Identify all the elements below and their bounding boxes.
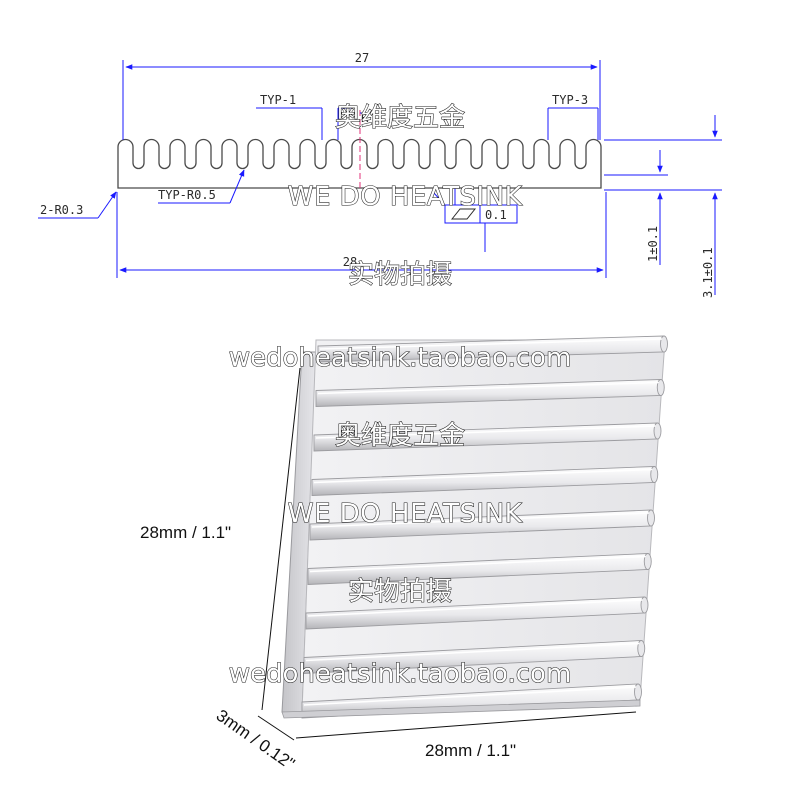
watermarks: 奥维度五金 WE DO HEATSINK 实物拍摄 wedoheatsink.t…: [228, 102, 572, 689]
heatsink-fin-tip: [647, 509, 655, 527]
dimension-28: 28: [343, 255, 357, 269]
width-label: 28mm / 1.1": [425, 741, 516, 760]
heatsink-fin-highlight: [303, 686, 637, 706]
watermark-cn-brand-top: 奥维度五金: [335, 103, 465, 133]
watermark-url-bottom: wedoheatsink.taobao.com: [229, 659, 572, 689]
heatsink-fin-tip: [656, 379, 665, 396]
flatness-icon: [450, 208, 477, 220]
heatsink-fin-tip: [640, 596, 649, 614]
width-dimension-line: [295, 711, 637, 739]
watermark-url-top: wedoheatsink.taobao.com: [229, 343, 572, 373]
watermark-cn-photo-mid: 实物拍摄: [348, 577, 452, 607]
heatsink-fin-highlight: [319, 338, 663, 350]
typ-r05-label: TYP-R0.5: [158, 188, 216, 202]
heatsink-fin-tip: [660, 335, 668, 353]
flatness-value: 0.1: [485, 208, 507, 222]
heatsink-fin-tip: [643, 553, 652, 570]
watermark-en-brand-top: WE DO HEATSINK: [288, 182, 523, 212]
heatsink-fin-highlight: [311, 512, 650, 528]
total-height-label: 3.1±0.1: [701, 247, 715, 298]
heatsink-render: [281, 335, 668, 719]
height-dimension-line: [261, 367, 301, 711]
r-mark-label: R: [361, 111, 369, 125]
r-03-label: 2-R0.3: [40, 203, 83, 217]
heatsink-fins: [301, 335, 668, 719]
heatsink-fin-tip: [650, 466, 659, 483]
heatsink-fin-highlight: [313, 468, 653, 484]
heatsink-fin-highlight: [305, 642, 640, 662]
dimension-27: 27: [355, 51, 369, 65]
heatsink-fin-tip: [637, 640, 646, 657]
typ-3-label: TYP-3: [552, 93, 588, 107]
typ-1-label: TYP-1: [260, 93, 296, 107]
heatsink-profile-outline: [117, 138, 602, 189]
heatsink-fin-highlight: [315, 425, 656, 439]
depth-dimension-line: [257, 715, 295, 741]
heatsink-fin-highlight: [307, 599, 643, 617]
base-thickness-label: 1±0.1: [646, 226, 660, 262]
watermark-cn-brand-mid: 奥维度五金: [335, 421, 465, 451]
heatsink-fin-tip: [653, 422, 662, 440]
heatsink-fin-highlight: [317, 381, 659, 395]
height-label: 28mm / 1.1": [140, 523, 231, 542]
heatsink-fin-highlight: [309, 555, 646, 573]
watermark-en-brand-mid: WE DO HEATSINK: [288, 499, 523, 529]
watermark-cn-photo-top: 实物拍摄: [348, 260, 452, 290]
cross-section-drawing: 27 TYP-1 R TYP-3 TYP-R0.5 2-R0.3 0.1: [38, 51, 722, 298]
